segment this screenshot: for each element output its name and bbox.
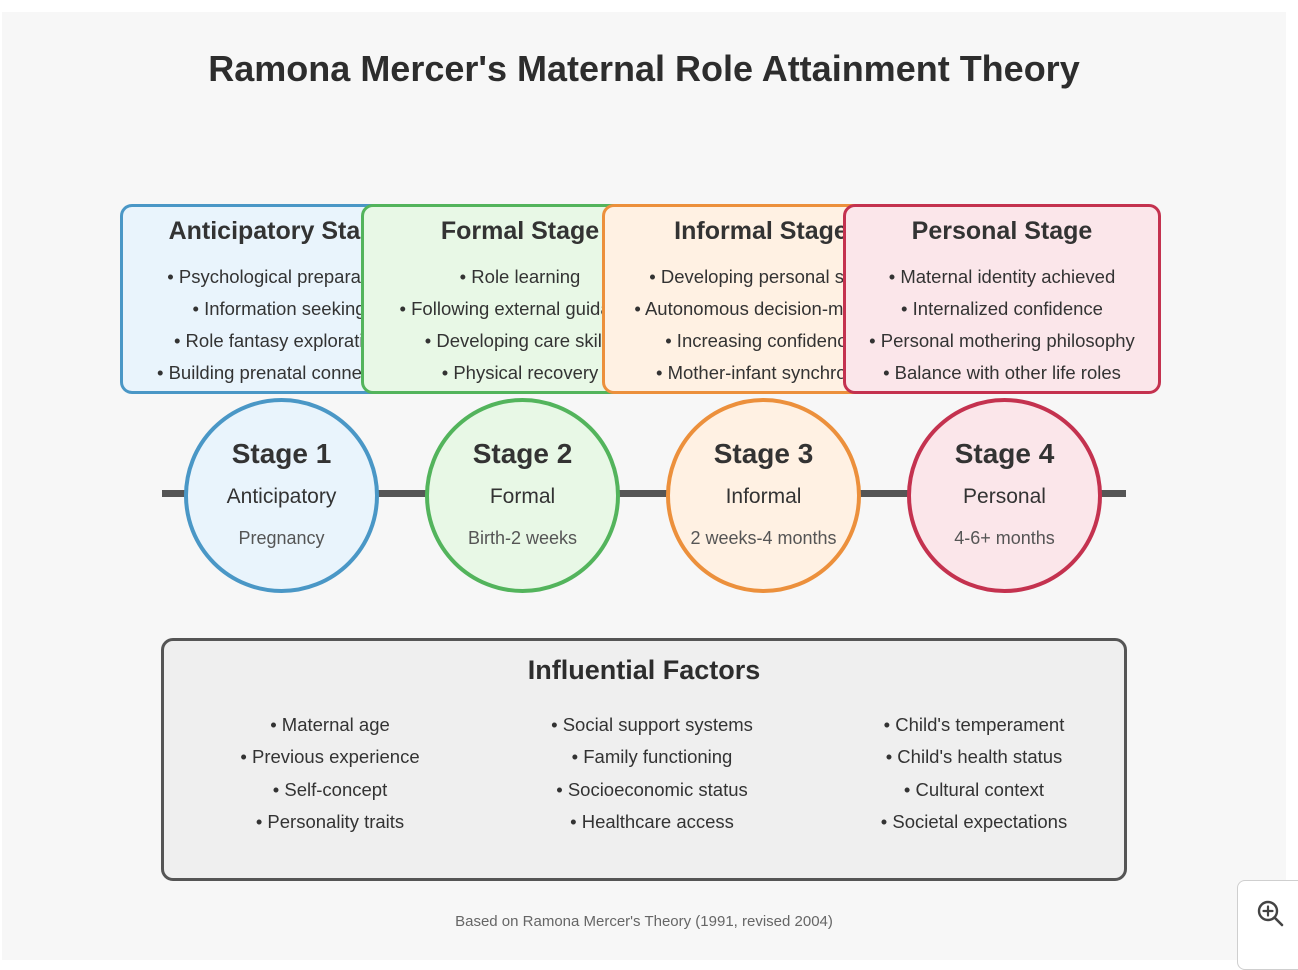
stage-period: 4-6+ months bbox=[954, 528, 1055, 548]
zoom-in-button[interactable] bbox=[1237, 880, 1298, 970]
factors-title: Influential Factors bbox=[527, 655, 761, 685]
stage-bullet-list: • Role learning • Following external gui… bbox=[364, 261, 676, 389]
stage-circle-3: Stage 3 Informal 2 weeks-4 months bbox=[666, 398, 861, 593]
stage-box-title: Anticipatory Stage bbox=[168, 217, 390, 245]
stage-number: Stage 4 bbox=[954, 438, 1055, 469]
stage-bullet: • Maternal identity achieved bbox=[888, 266, 1116, 287]
stage-period: 2 weeks-4 months bbox=[690, 528, 837, 548]
footnote: Based on Ramona Mercer's Theory (1991, r… bbox=[455, 913, 833, 930]
timeline-line bbox=[162, 490, 1126, 497]
stage-bullet: • Increasing confidence bbox=[665, 330, 857, 351]
factor-item: • Societal expectations bbox=[880, 810, 1068, 832]
stage-bullet: • Following external guidance bbox=[399, 298, 641, 319]
stage-circle-4: Stage 4 Personal 4-6+ months bbox=[907, 398, 1102, 593]
stage-period: Birth-2 weeks bbox=[467, 528, 578, 548]
factor-item: • Personality traits bbox=[255, 810, 405, 832]
stage-box-personal: Personal Stage • Maternal identity achie… bbox=[843, 204, 1161, 394]
stage-bullet: • Building prenatal connection bbox=[156, 362, 402, 383]
stage-circle-2: Stage 2 Formal Birth-2 weeks bbox=[425, 398, 620, 593]
stage-bullet: • Balance with other life roles bbox=[883, 362, 1121, 383]
factor-item: • Socioeconomic status bbox=[556, 778, 748, 800]
stage-name: Personal bbox=[963, 485, 1046, 508]
zoom-in-icon bbox=[1257, 900, 1284, 927]
diagram-title: Ramona Mercer's Maternal Role Attainment… bbox=[208, 48, 1080, 89]
stage-bullet-list: • Maternal identity achieved • Internali… bbox=[846, 261, 1158, 389]
stage-bullet: • Mother-infant synchrony bbox=[655, 362, 867, 383]
stage-bullet: • Physical recovery bbox=[441, 362, 599, 383]
factor-column: • Child's temperament • Child's health s… bbox=[814, 709, 1134, 838]
stage-bullet: • Role fantasy exploration bbox=[173, 330, 385, 351]
stage-box-title: Formal Stage bbox=[440, 217, 600, 245]
stage-bullet: • Psychological preparation bbox=[167, 266, 391, 287]
stage-name: Anticipatory bbox=[226, 485, 337, 508]
stage-bullet: • Role learning bbox=[459, 266, 581, 287]
stage-bullet: • Developing care skills bbox=[424, 330, 616, 351]
stage-bullet: • Developing personal style bbox=[649, 266, 873, 287]
stage-bullet: • Internalized confidence bbox=[901, 298, 1103, 319]
factor-item: • Self-concept bbox=[272, 778, 388, 800]
stage-bullet: • Autonomous decision-making bbox=[634, 298, 888, 319]
stage-period: Pregnancy bbox=[238, 528, 325, 548]
stage-name: Informal bbox=[725, 485, 802, 508]
factor-item: • Social support systems bbox=[551, 714, 753, 735]
factor-item: • Previous experience bbox=[240, 746, 420, 768]
factor-item: • Maternal age bbox=[270, 714, 390, 735]
stage-number: Stage 3 bbox=[713, 438, 814, 469]
stage-number: Stage 2 bbox=[472, 438, 573, 469]
stage-bullet-list: • Developing personal style • Autonomous… bbox=[605, 261, 917, 389]
factor-item: • Healthcare access bbox=[570, 810, 734, 832]
factor-item: • Family functioning bbox=[571, 746, 733, 768]
stage-bullet: • Information seeking bbox=[192, 298, 366, 319]
factor-item: • Cultural context bbox=[903, 778, 1045, 800]
stage-bullet-list: • Psychological preparation • Informatio… bbox=[123, 261, 435, 389]
stage-box-title: Personal Stage bbox=[911, 217, 1093, 245]
stage-circle-1: Stage 1 Anticipatory Pregnancy bbox=[184, 398, 379, 593]
stage-bullet: • Personal mothering philosophy bbox=[869, 330, 1135, 351]
influential-factors-box: Influential Factors • Maternal age • Pre… bbox=[161, 638, 1127, 881]
factor-item: • Child's temperament bbox=[883, 714, 1065, 735]
factor-column: • Social support systems • Family functi… bbox=[492, 709, 812, 838]
factor-column: • Maternal age • Previous experience • S… bbox=[170, 709, 490, 838]
factor-item: • Child's health status bbox=[885, 746, 1063, 768]
stage-number: Stage 1 bbox=[231, 438, 332, 469]
stage-box-title: Informal Stage bbox=[674, 217, 848, 245]
stage-name: Formal bbox=[489, 485, 556, 508]
